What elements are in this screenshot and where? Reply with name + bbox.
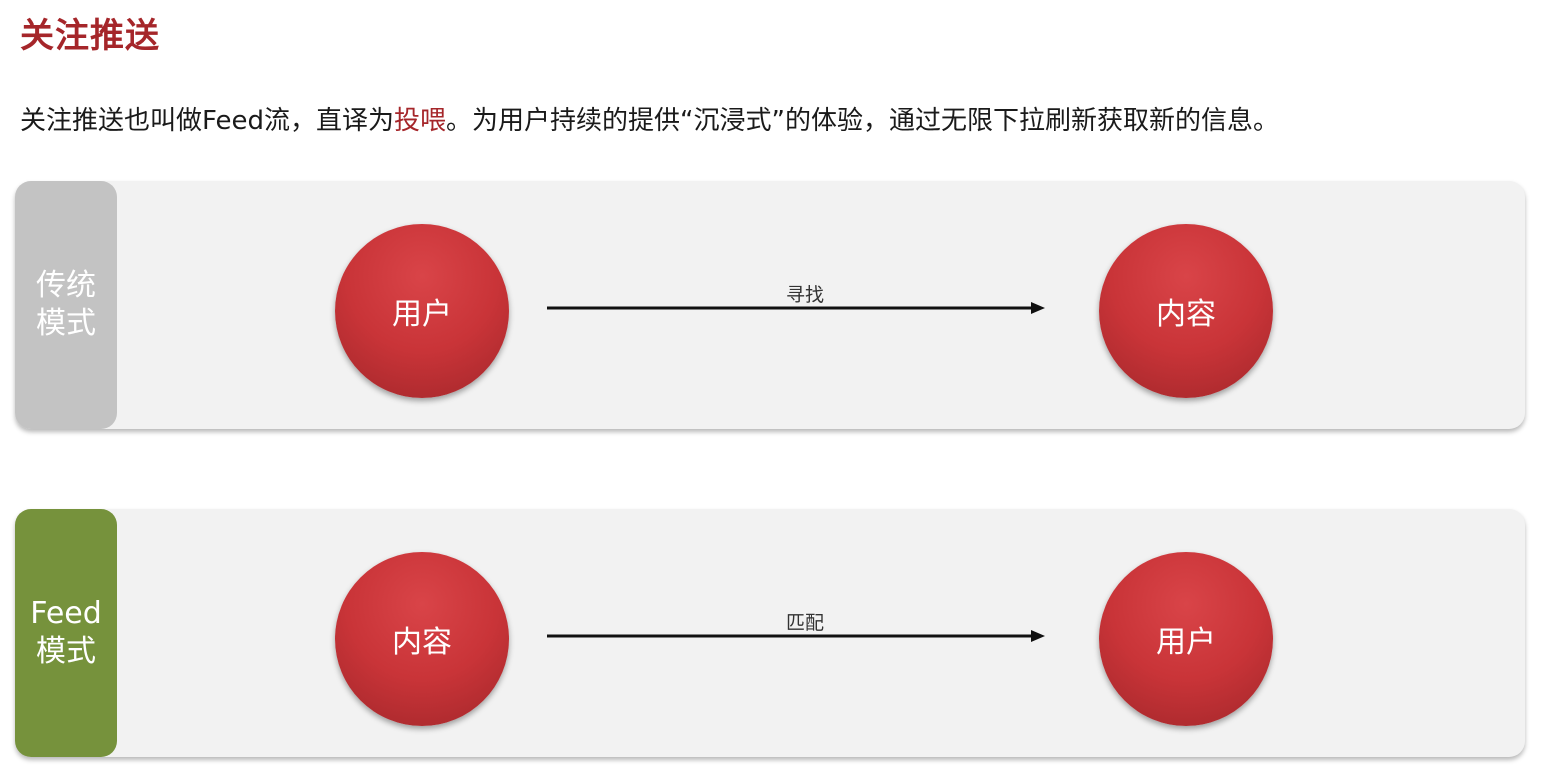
user-node: 用户 [335, 224, 509, 398]
feed-mode-label: Feed 模式 [15, 509, 117, 757]
arrow-head [1031, 630, 1045, 642]
side-label-line2: 模式 [36, 306, 96, 341]
page-title: 关注推送 [20, 16, 160, 56]
traditional-mode-row: 传统 模式 用户 寻找 内容 [15, 181, 1525, 429]
side-label-line1: Feed [30, 596, 102, 631]
content-node: 内容 [1099, 224, 1273, 398]
intro-highlight: 投喂 [394, 106, 447, 136]
side-label-line1: 传统 [36, 268, 96, 303]
user-node: 用户 [1099, 552, 1273, 726]
intro-text-before: 关注推送也叫做Feed流，直译为 [20, 106, 395, 136]
intro-paragraph: 关注推送也叫做Feed流，直译为投喂。为用户持续的提供“沉浸式”的体验，通过无限… [20, 100, 1279, 137]
content-node: 内容 [335, 552, 509, 726]
match-arrow [547, 630, 1045, 642]
match-edge-label: 匹配 [785, 612, 824, 634]
intro-text-after: 。为用户持续的提供“沉浸式”的体验，通过无限下拉刷新获取新的信息。 [446, 106, 1279, 136]
search-edge-label: 寻找 [785, 284, 824, 306]
feed-mode-row: Feed 模式 内容 匹配 用户 [15, 509, 1525, 757]
search-arrow [547, 302, 1045, 314]
side-label-line2: 模式 [36, 634, 96, 669]
arrow-head [1031, 302, 1045, 314]
traditional-mode-label: 传统 模式 [15, 181, 117, 429]
